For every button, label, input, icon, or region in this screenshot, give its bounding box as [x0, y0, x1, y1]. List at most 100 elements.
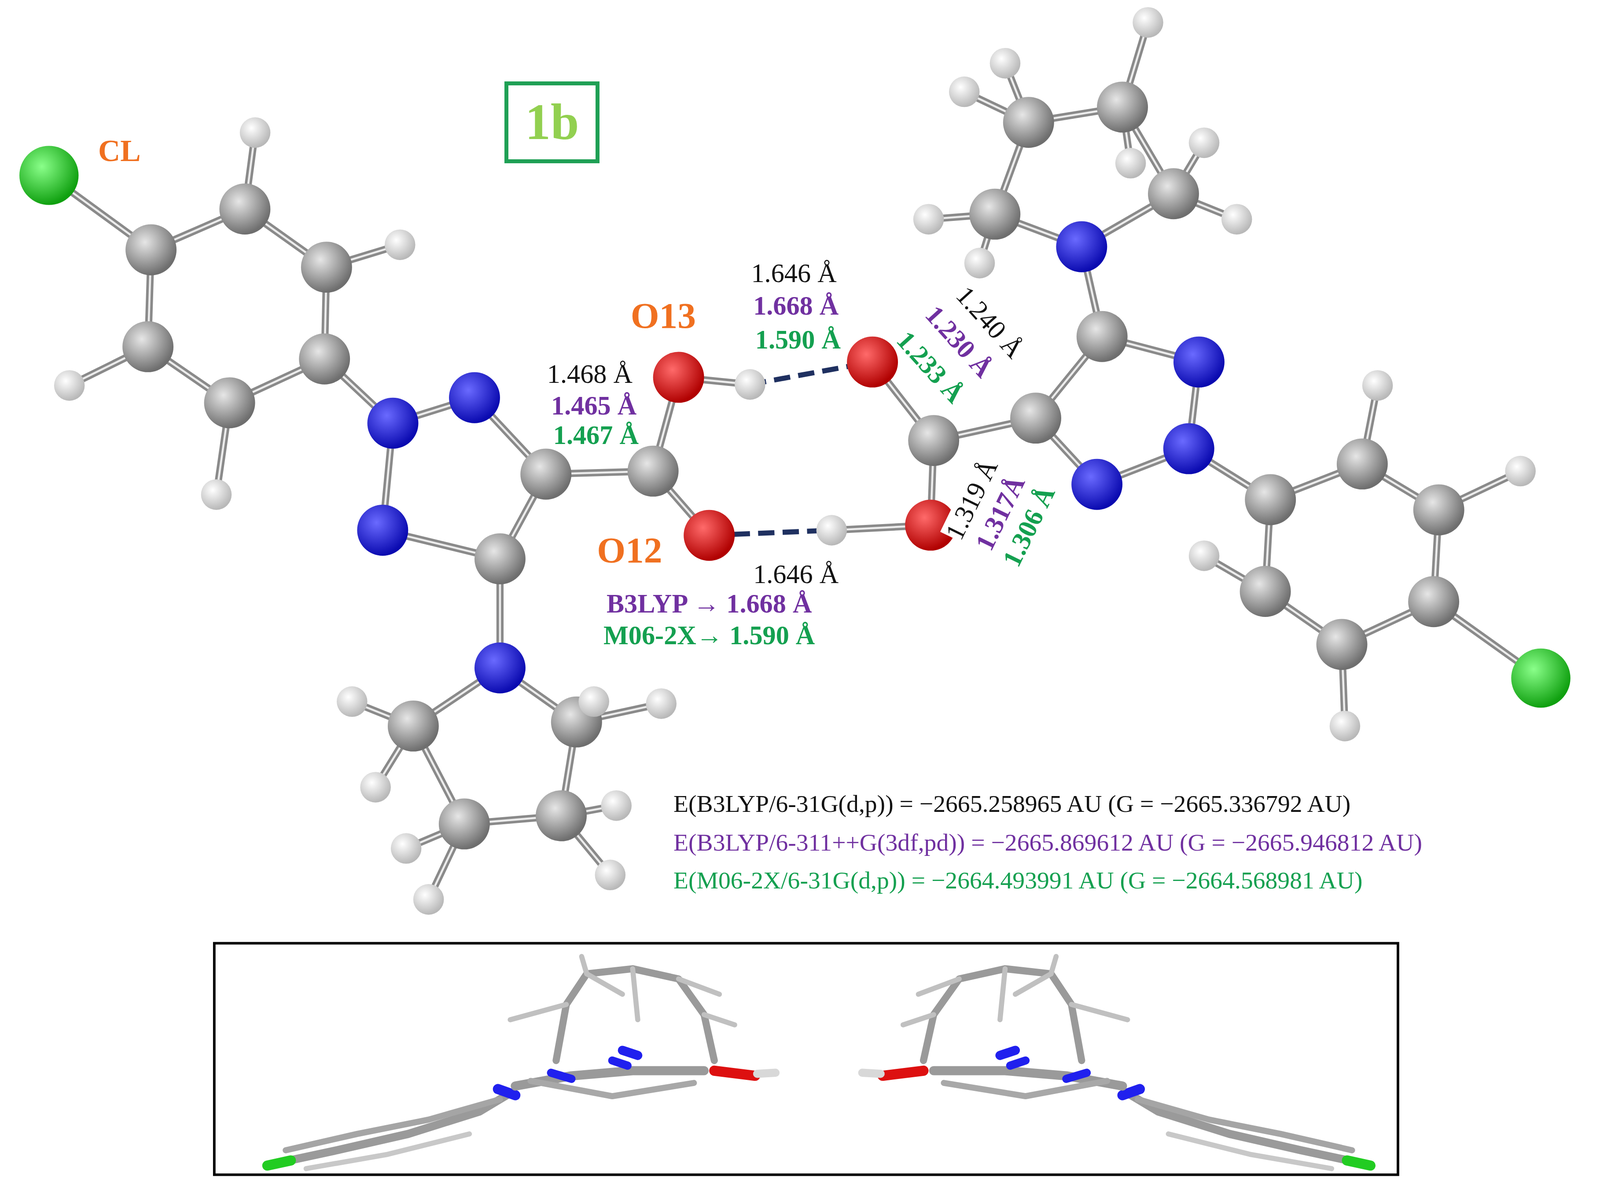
atom-sphere	[964, 247, 996, 279]
atom-sphere	[387, 700, 439, 752]
side-view-stick	[943, 1081, 1108, 1097]
side-view-stick	[1066, 1073, 1087, 1080]
atom-sphere	[1408, 576, 1460, 628]
atom-sphere	[908, 415, 960, 467]
atom-sphere	[1413, 484, 1465, 536]
atom-sphere	[913, 203, 945, 235]
side-view-stick	[1000, 1050, 1016, 1056]
atom-sphere	[474, 533, 526, 585]
atom-sphere	[122, 321, 174, 373]
atom-sphere	[1147, 168, 1200, 220]
side-view-stick	[1010, 1060, 1026, 1067]
atom-sphere	[1504, 456, 1536, 487]
atom-sphere	[204, 377, 256, 429]
atom-sphere	[1511, 648, 1571, 708]
method-distance-label: B3LYP → 1.668 Å	[606, 589, 813, 618]
atom-sphere	[1188, 540, 1220, 572]
atom-sphere	[535, 790, 587, 842]
atom-sphere	[969, 188, 1021, 240]
atom-sphere	[653, 351, 705, 403]
atom-sphere	[384, 229, 416, 261]
side-view-stick	[1346, 1160, 1371, 1166]
energy-note: E(B3LYP/6-31G(d,p)) = −2665.258965 AU (G…	[673, 790, 1351, 817]
atom-sphere	[125, 224, 177, 276]
atom-sphere	[1115, 147, 1147, 179]
side-view-stick	[903, 1015, 935, 1026]
atom-label: O12	[596, 531, 663, 571]
atom-sphere	[298, 333, 350, 385]
atom-sphere	[1244, 474, 1296, 526]
atom-sphere	[201, 479, 232, 511]
distance-label: 1.668 Å	[753, 292, 839, 320]
distance-label: 1.467 Å	[553, 421, 639, 450]
atom-sphere	[219, 183, 271, 235]
side-view-stick	[1168, 1134, 1332, 1170]
atom-sphere	[239, 117, 271, 148]
side-view-stick	[305, 1134, 470, 1170]
distance-label: 1.646 Å	[753, 560, 839, 589]
atom-sphere	[448, 372, 501, 424]
side-view-stick	[581, 956, 587, 975]
side-view-stick	[497, 1089, 515, 1096]
side-view-stick	[1000, 968, 1006, 1020]
atom-sphere	[683, 510, 735, 562]
side-view-stick	[622, 1050, 638, 1056]
label-box: 1b	[504, 81, 600, 163]
side-view-stick	[1015, 974, 1052, 995]
atom-sphere	[846, 336, 898, 388]
atom-sphere	[627, 445, 679, 497]
atom-sphere	[413, 884, 445, 916]
atom-sphere	[1173, 336, 1225, 388]
panel-label: 1b	[525, 96, 579, 148]
atom-sphere	[1316, 619, 1368, 671]
atom-sphere	[645, 688, 677, 720]
bond-group	[48, 22, 1541, 900]
atom-sphere	[1362, 370, 1394, 401]
atom-sphere	[356, 504, 409, 556]
side-view-stick	[1137, 1099, 1353, 1151]
distance-label: 1.590 Å	[755, 325, 841, 354]
side-view-stick	[267, 1160, 291, 1166]
atom-sphere	[1055, 221, 1108, 273]
method-distance-label: M06-2X→ 1.590 Å	[603, 621, 815, 650]
atom-sphere	[360, 772, 391, 803]
side-view-stick	[530, 1081, 694, 1097]
atom-label: CL	[98, 134, 141, 167]
atom-sphere	[1071, 459, 1123, 511]
atom-sphere	[816, 514, 848, 546]
side-view-stick	[1051, 956, 1057, 975]
atom-sphere	[595, 860, 626, 891]
atom-sphere	[1163, 423, 1215, 475]
atom-sphere	[1188, 127, 1220, 159]
side-view-stick	[632, 968, 638, 1020]
energy-note: E(M06-2X/6-31G(d,p)) = −2664.493991 AU (…	[673, 867, 1363, 894]
side-view-stick	[757, 1073, 776, 1075]
side-view-stick	[1122, 1089, 1140, 1096]
atom-sphere	[1010, 392, 1062, 444]
atom-sphere	[336, 686, 368, 718]
energy-note: E(B3LYP/6-311++G(3df,pd)) = −2665.869612…	[673, 829, 1423, 856]
side-view-stick	[510, 1004, 567, 1021]
side-view-stick	[882, 1070, 924, 1077]
atom-sphere	[390, 833, 422, 865]
atom-sphere	[989, 47, 1021, 79]
atom-sphere	[734, 369, 766, 401]
atom-sphere	[1003, 96, 1055, 148]
side-view-stick	[862, 1073, 881, 1075]
side-view-stick	[551, 1073, 572, 1080]
side-view-stick	[1071, 1004, 1128, 1021]
atom-sphere	[1132, 7, 1164, 38]
atom-sphere	[1239, 566, 1292, 618]
distance-label: 1.465 Å	[551, 392, 637, 420]
inset-frame	[214, 943, 1398, 1176]
atom-sphere	[19, 145, 79, 205]
atom-group	[19, 7, 1571, 915]
atom-sphere	[1221, 203, 1253, 235]
atom-sphere	[948, 76, 980, 108]
side-view-stick	[714, 1070, 756, 1077]
atom-label: O13	[630, 297, 696, 336]
atom-sphere	[438, 798, 490, 850]
side-view-stick	[612, 1060, 628, 1067]
atom-sphere	[600, 790, 632, 822]
atom-sphere	[1096, 81, 1148, 133]
